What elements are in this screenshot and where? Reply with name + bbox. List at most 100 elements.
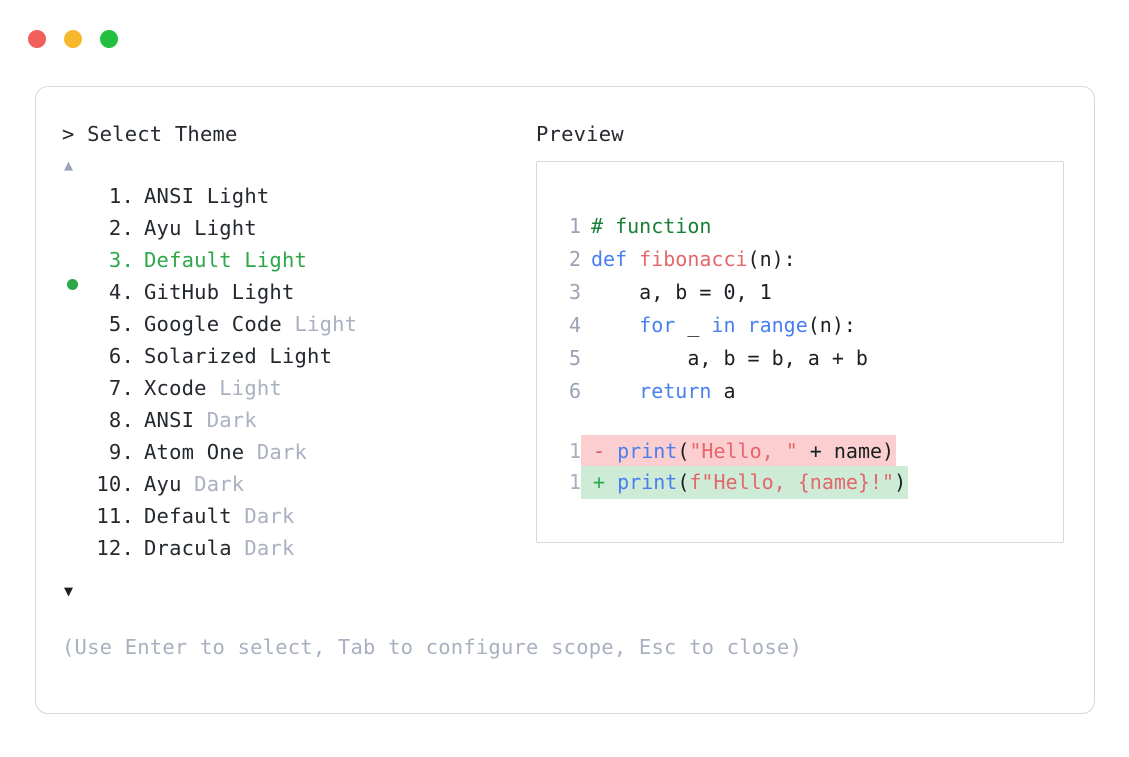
code-line-text: return a	[581, 375, 736, 408]
theme-item-variant: Light	[231, 280, 295, 304]
code-token	[591, 313, 639, 337]
theme-item-name: Default	[144, 248, 245, 272]
theme-item-name: GitHub	[144, 280, 232, 304]
code-token: print	[617, 470, 678, 494]
line-number: 5	[568, 346, 581, 370]
line-number: 3	[568, 280, 581, 304]
theme-item-number: 3.	[108, 248, 134, 272]
code-line: 3 a, b = 0, 1	[537, 276, 1063, 309]
maximize-button[interactable]	[100, 30, 118, 48]
code-token: a, b = b, a + b	[591, 346, 868, 370]
line-number: 6	[568, 379, 581, 403]
select-theme-heading: > Select Theme	[62, 122, 238, 146]
code-line: 1# function	[537, 210, 1063, 243]
code-line: 5 a, b = b, a + b	[537, 342, 1063, 375]
theme-item-variant: Dark	[256, 440, 308, 464]
theme-item-number: 5.	[108, 312, 134, 336]
code-line: 6 return a	[537, 375, 1063, 408]
minimize-button[interactable]	[64, 30, 82, 48]
theme-list-item[interactable]: 4. GitHub Light	[62, 276, 532, 308]
theme-list-item[interactable]: 9. Atom One Dark	[62, 436, 532, 468]
theme-item-number: 11.	[96, 504, 134, 528]
code-token: # function	[591, 214, 712, 238]
theme-item-variant: Dark	[194, 472, 245, 496]
theme-item-name: ANSI	[144, 184, 207, 208]
theme-list-item[interactable]: 2.Ayu Light	[62, 212, 532, 244]
theme-list-item[interactable]: 7.Xcode Light	[62, 372, 532, 404]
theme-item-variant: Light	[206, 184, 270, 208]
theme-item-number: 8.	[108, 408, 134, 432]
code-line-text: # function	[581, 210, 711, 243]
theme-item-name: ANSI	[144, 408, 207, 432]
theme-item-name: Ayu	[144, 216, 195, 240]
code-token: (n):	[747, 247, 796, 271]
theme-item-variant: Dark	[206, 408, 257, 432]
theme-list-item[interactable]: 5.Google Code Light	[62, 308, 532, 340]
close-button[interactable]	[28, 30, 46, 48]
code-token	[591, 379, 639, 403]
theme-item-number: 9.	[108, 440, 134, 464]
theme-item-number: 7.	[108, 376, 134, 400]
theme-item-variant: Light	[194, 216, 257, 240]
theme-item-variant: Light	[269, 344, 333, 368]
theme-item-variant: Dark	[244, 504, 295, 528]
code-token: fibonacci	[639, 247, 748, 271]
theme-item-variant: Dark	[244, 536, 295, 560]
code-token: return	[639, 379, 712, 403]
theme-list-item[interactable]: 6. Solarized Light	[62, 340, 532, 372]
preview-heading: Preview	[536, 122, 624, 146]
theme-list-item[interactable]: 11.Default Dark	[62, 500, 532, 532]
theme-list-item[interactable]: 8. ANSI Dark	[62, 404, 532, 436]
code-token: in range	[711, 313, 808, 337]
line-number: 4	[568, 313, 581, 337]
line-number: 2	[568, 247, 581, 271]
theme-item-number: 4.	[108, 280, 134, 304]
code-token: a	[711, 379, 736, 403]
theme-item-name: Atom One	[144, 440, 257, 464]
theme-item-number: 6.	[108, 344, 134, 368]
code-token: def	[591, 247, 640, 271]
code-line-text: for _ in range(n):	[581, 309, 856, 342]
theme-item-number: 10.	[96, 472, 134, 496]
diff-line-content: + print(f"Hello, {name}!")	[581, 466, 909, 499]
theme-item-name: Ayu	[144, 472, 195, 496]
theme-list-item[interactable]: 3. Default Light	[62, 244, 532, 290]
theme-list-item[interactable]: 10. Ayu Dark	[62, 468, 532, 500]
diff-marker: -	[581, 439, 618, 463]
code-line-text: a, b = b, a + b	[581, 342, 868, 375]
code-token: print	[617, 439, 678, 463]
theme-list-item[interactable]: 1. ANSI Light	[62, 180, 532, 212]
theme-item-name: Solarized	[144, 344, 270, 368]
code-token: (	[677, 470, 690, 494]
selected-dot-icon	[67, 279, 78, 290]
code-token: (	[677, 439, 690, 463]
diff-spacer	[537, 408, 1063, 435]
code-token: f"Hello, {name}!"	[689, 470, 895, 494]
scroll-up-icon[interactable]: ▲	[64, 156, 74, 174]
diff-line-number: 1	[568, 439, 581, 463]
diff-line-del: 1 - print("Hello, " + name)	[537, 435, 1063, 468]
code-line-text: def fibonacci(n):	[581, 243, 796, 276]
code-token: _	[675, 313, 712, 337]
theme-item-name: Dracula	[144, 536, 245, 560]
theme-item-variant: Light	[244, 248, 308, 272]
code-line: 4 for _ in range(n):	[537, 309, 1063, 342]
theme-item-number: 12.	[96, 536, 134, 560]
scroll-down-icon[interactable]: ▼	[64, 582, 74, 600]
code-token: )	[894, 470, 907, 494]
theme-list-item[interactable]: 12. Dracula Dark	[62, 532, 532, 564]
diff-line-number: 1	[568, 470, 581, 494]
code-token: (n):	[807, 313, 856, 337]
theme-item-name: Xcode	[144, 376, 220, 400]
window-controls	[28, 30, 118, 48]
theme-item-number: 1.	[108, 184, 134, 208]
theme-item-name: Google Code	[144, 312, 295, 336]
code-line-text: a, b = 0, 1	[581, 276, 771, 309]
code-token: for	[639, 313, 676, 337]
